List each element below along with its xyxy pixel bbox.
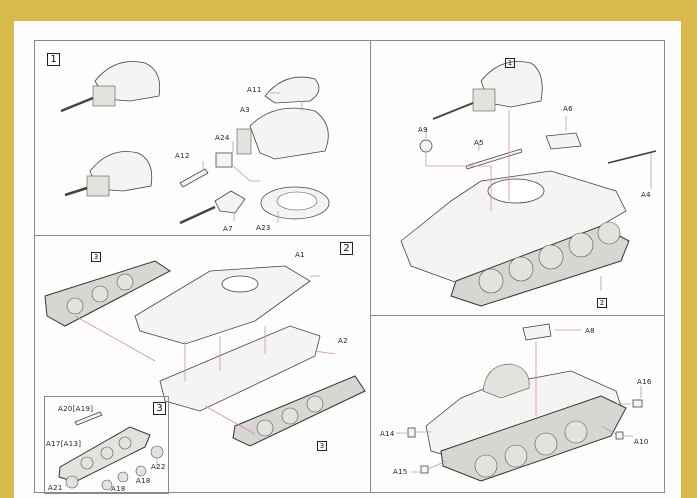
track-subassembly-ref-2: 3 [317, 441, 327, 451]
part-label: A22 [151, 463, 166, 471]
part-label: A15 [393, 468, 408, 476]
track-assembly-drawing [58, 411, 164, 491]
part-label: A23 [256, 224, 271, 232]
final-assembly-panel: A8 A16 A14 A10 A15 [370, 315, 665, 493]
turret-subassembly-ref: 1 [505, 58, 515, 68]
right-track [232, 375, 366, 447]
part-a14 [407, 427, 416, 438]
part-a24-mantlet [215, 152, 233, 168]
part-a5-tool [465, 148, 523, 170]
upper-hull [134, 265, 311, 345]
step-number-1: 1 [47, 53, 60, 66]
part-label: A1 [295, 251, 305, 259]
part-label: A18 [136, 477, 151, 485]
final-assembly-drawing [396, 323, 643, 482]
part-label: A2 [338, 337, 348, 345]
part-a9-light [419, 139, 433, 153]
part-label: A11 [247, 86, 262, 94]
part-label: A10 [634, 438, 649, 446]
track-subassembly-ref: 3 [91, 252, 101, 262]
turret-complete-top [60, 61, 161, 113]
part-a6-hatch [545, 132, 582, 150]
lower-hull [159, 325, 321, 412]
turret-assembly-drawing [60, 61, 330, 225]
part-label: A14 [380, 430, 395, 438]
part-a15 [420, 465, 429, 474]
tank-hull [400, 170, 630, 307]
part-label: A5 [474, 139, 484, 147]
part-label: A18 [111, 485, 126, 493]
part-label: A17[A13] [46, 440, 82, 448]
part-a4-crank [607, 150, 657, 164]
turret-complete-bottom [64, 151, 153, 197]
part-a11-hatch [264, 76, 320, 104]
tracks-subassembly-ref: 2 [597, 298, 607, 308]
part-label: A20[A19] [58, 405, 94, 413]
part-label: A21 [48, 484, 63, 492]
instruction-page: 1 A11 A3 A24 A12 A7 A23 1 2 A6 A9 A5 A4 [14, 21, 681, 498]
part-label: A24 [215, 134, 230, 142]
part-a7-gun [214, 190, 246, 214]
part-label: A3 [240, 106, 250, 114]
hull-assembly-drawing [400, 61, 657, 307]
part-a10 [615, 431, 624, 440]
left-track [44, 260, 171, 327]
part-label: A9 [418, 126, 428, 134]
part-label: A7 [223, 225, 233, 233]
chassis-assembly-drawing [44, 260, 366, 447]
part-label: A4 [641, 191, 651, 199]
part-label: A12 [175, 152, 190, 160]
step-2-panel: 3 2 A1 A2 3 3 A20[A19] A17[A13] A22 A18 … [34, 235, 371, 494]
step-1-panel: 1 A11 A3 A24 A12 A7 A23 [34, 40, 371, 236]
hull-top-panel: 1 2 A6 A9 A5 A4 [370, 40, 665, 316]
part-label: A6 [563, 105, 573, 113]
part-a12-mg [179, 168, 209, 188]
step-number-2: 2 [340, 242, 353, 255]
part-a8-muffler [522, 323, 552, 341]
part-label: A8 [585, 327, 595, 335]
step-3-panel: 3 A20[A19] A17[A13] A22 A18 A18 A21 [44, 396, 169, 494]
part-a16 [632, 399, 643, 408]
part-label: A16 [637, 378, 652, 386]
part-a3-turret-shell [249, 107, 329, 160]
step-number-3: 3 [153, 402, 166, 415]
